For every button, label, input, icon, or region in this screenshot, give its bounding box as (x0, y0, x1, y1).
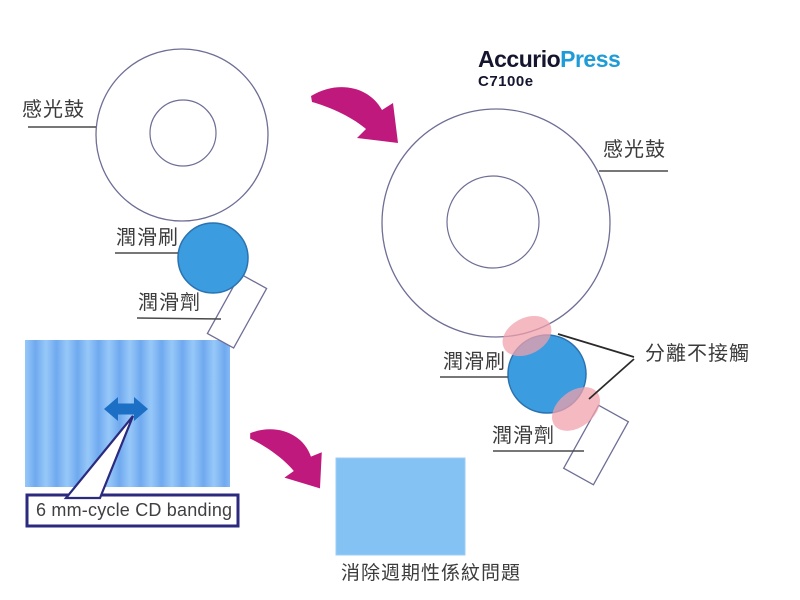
left-drum-label: 感光鼓 (22, 99, 85, 121)
result-caption: 消除週期性係紋問題 (341, 563, 522, 584)
right-brush-label: 潤滑刷 (443, 351, 506, 373)
cd-direction-arrow-icon (104, 397, 148, 421)
left-drum-inner-circle (149, 99, 217, 167)
logo-wordmark: AccurioPress (478, 46, 621, 72)
logo-product-text: Press (560, 46, 621, 72)
banding-callout-pointer (63, 415, 135, 500)
logo-brand-text: Accurio (478, 46, 561, 72)
left-lubricant-leader-line (136, 317, 222, 320)
right-drum-group (381, 108, 611, 338)
banding-callout-text: 6 mm-cycle CD banding (36, 500, 233, 520)
separation-gap-bottom-highlight (552, 387, 600, 431)
banding-callout-box (25, 493, 240, 528)
separation-pointer-line-bottom (588, 358, 635, 400)
left-lubricant-stick (206, 273, 268, 349)
separation-gap-top-highlight (502, 315, 552, 357)
separation-pointer-line-top (557, 333, 635, 358)
logo-model-text: C7100e (478, 73, 534, 90)
accuriopress-logo: AccurioPress C7100e (478, 46, 621, 90)
left-lubricant-label: 潤滑劑 (138, 292, 201, 314)
right-drum-inner-circle (446, 175, 540, 269)
right-lubricant-label: 潤滑劑 (492, 425, 555, 447)
right-drum-label: 感光鼓 (603, 139, 666, 161)
transform-arrow-top-icon (311, 87, 398, 143)
transform-arrow-bottom-icon (242, 425, 329, 489)
clean-sample-image (335, 457, 466, 556)
left-brush-circle (177, 222, 249, 294)
separation-label: 分離不接觸 (645, 343, 750, 365)
right-lubricant-stick (562, 404, 630, 486)
left-drum-group (95, 48, 269, 222)
left-brush-label: 潤滑刷 (116, 227, 179, 249)
